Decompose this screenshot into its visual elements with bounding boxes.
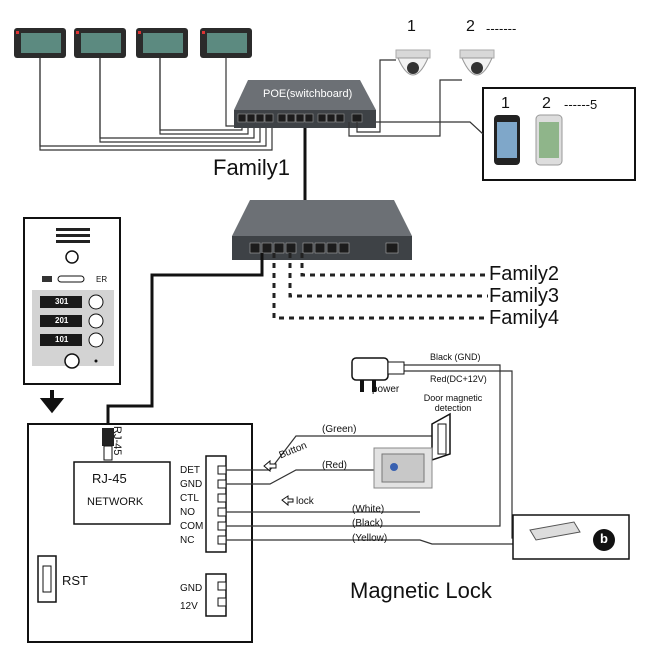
- wire-green-label: (Green): [322, 424, 357, 435]
- lock-badge: b: [600, 531, 608, 546]
- terminal-com: COM: [180, 521, 204, 532]
- arrow-icons: [263, 459, 294, 507]
- down-arrow-icon: [39, 390, 65, 414]
- indoor-monitor: [136, 28, 188, 58]
- camera-number-1: 1: [407, 18, 416, 35]
- terminal-det: DET: [180, 465, 200, 476]
- wifi-link: [376, 121, 484, 135]
- wire-red-label: (Red): [322, 460, 348, 471]
- rj45-sub: NETWORK: [87, 496, 144, 508]
- family1-label: Family1: [213, 155, 291, 180]
- lock-label: lock: [296, 496, 314, 507]
- dome-camera: [395, 49, 431, 76]
- controller-box: [27, 423, 253, 643]
- panel-button-301: 301: [55, 297, 69, 306]
- door-detection-label: Door magnetic detection: [423, 393, 483, 414]
- rj45-title: RJ-45: [92, 471, 127, 486]
- indoor-monitor: [14, 28, 66, 58]
- wire-yellow-label: (Yellow): [352, 533, 388, 544]
- cameras: [395, 49, 495, 76]
- camera-cables: [348, 59, 462, 137]
- poe-label: POE(switchboard): [263, 88, 353, 100]
- wire-black-label: (Black): [352, 518, 384, 529]
- red-dc-label: Red(DC+12V): [430, 374, 487, 384]
- rst-label: RST: [62, 573, 88, 588]
- card-icon-text: ER: [96, 275, 108, 284]
- wire-white-label: (White): [352, 504, 385, 515]
- dome-camera: [459, 49, 495, 76]
- panel-cable: [106, 253, 264, 430]
- door-detector: [431, 412, 451, 462]
- phone-number-1: 1: [501, 95, 510, 112]
- phones-panel: [482, 87, 636, 181]
- magnetic-lock: [512, 514, 630, 560]
- family-switch: [232, 200, 412, 260]
- magnetic-lock-label: Magnetic Lock: [350, 578, 492, 603]
- exit-button: [373, 447, 433, 489]
- family4-label: Family4: [489, 307, 560, 329]
- power-label: power: [372, 384, 400, 395]
- power-adapter: [351, 357, 405, 392]
- outdoor-panel: [23, 217, 121, 385]
- indoor-monitors: [14, 28, 252, 58]
- black-gnd-label: Black (GND): [430, 352, 481, 362]
- panel-button-101: 101: [55, 335, 69, 344]
- phone-more: ------5: [564, 97, 598, 112]
- family3-label: Family3: [489, 285, 560, 307]
- rj45-arrow-label: RJ-45: [111, 426, 123, 456]
- camera-number-2: 2: [466, 18, 475, 35]
- phone-number-2: 2: [542, 95, 551, 112]
- indoor-monitor: [74, 28, 126, 58]
- terminal-no: NO: [180, 507, 195, 518]
- family-dashed-cables: [272, 253, 488, 320]
- terminal-power-gnd: GND: [180, 583, 203, 594]
- panel-button-201: 201: [55, 316, 69, 325]
- terminal-power-12v: 12V: [180, 601, 198, 612]
- indoor-monitor: [200, 28, 252, 58]
- terminal-ctl: CTL: [180, 493, 199, 504]
- family2-label: Family2: [489, 263, 560, 285]
- terminal-gnd: GND: [180, 479, 203, 490]
- terminal-nc: NC: [180, 535, 195, 546]
- camera-more: -------: [486, 21, 517, 36]
- poe-switch: [234, 80, 376, 128]
